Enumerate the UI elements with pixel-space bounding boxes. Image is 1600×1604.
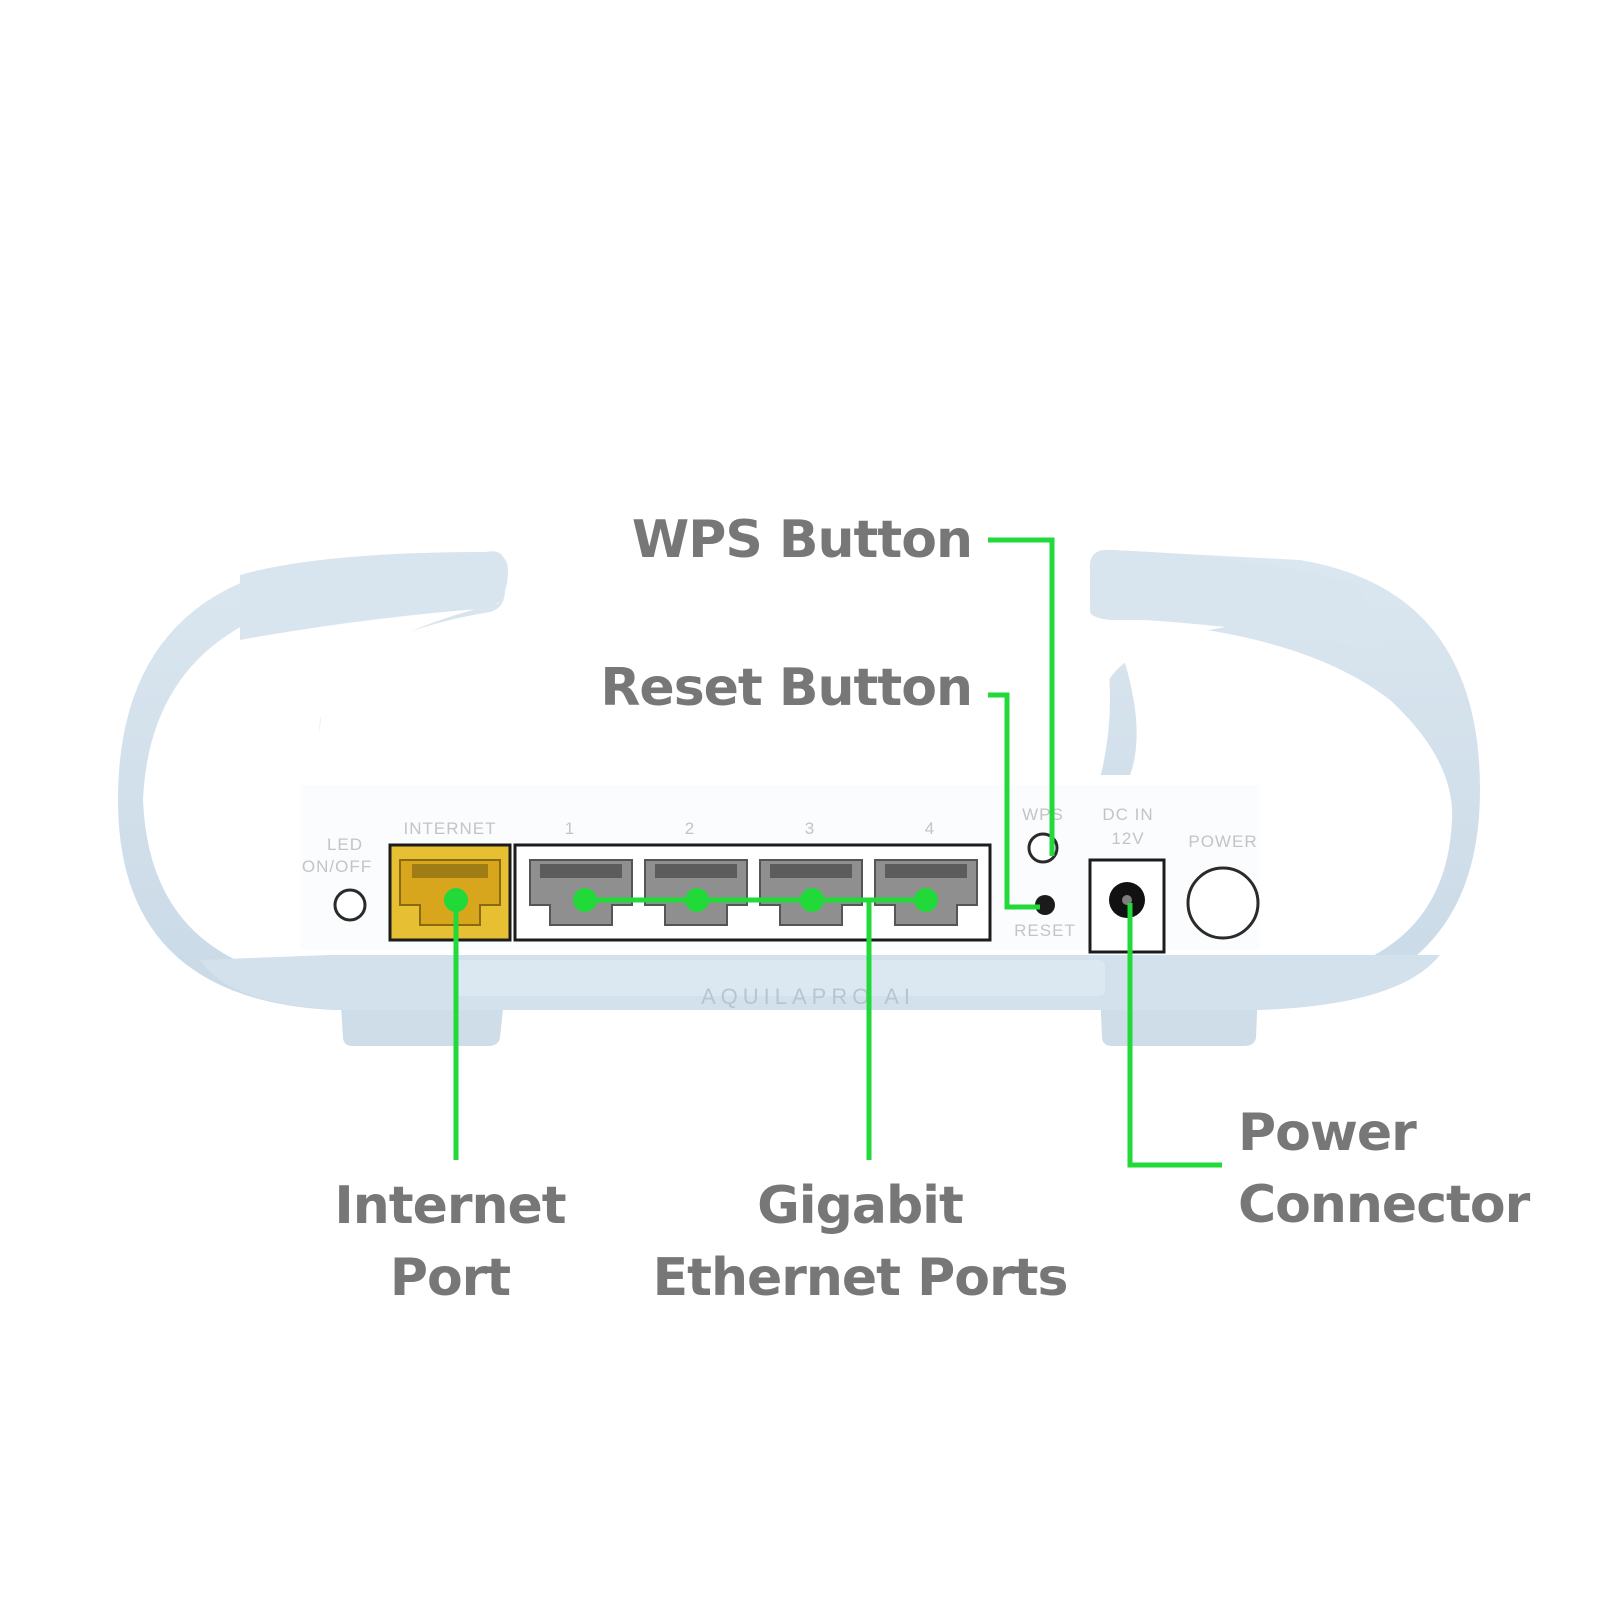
wps-button-callout: WPS Button [631,504,973,576]
led-label-1: LED [327,835,363,854]
power-connector-callout: Power Connector [1238,1097,1530,1241]
power-label: POWER [1188,832,1257,851]
left-arm-top [240,552,508,640]
right-arm-top [1090,549,1380,650]
internet-port-label: INTERNET [404,819,497,838]
internet-port-dot [444,888,468,912]
callout-dots [444,888,938,912]
lan-port-dot-2 [685,888,709,912]
gigabit-ports-callout-line-2: Ethernet Ports [652,1248,1069,1308]
lan-port-contacts-3 [770,864,852,878]
reset-button-callout: Reset Button [600,652,973,724]
bottom-band-face [455,960,1105,996]
wps-leader-line [988,537,1055,856]
dc-in-jack-inner [1122,895,1132,905]
lan-port-contacts-4 [885,864,967,878]
internet-port-callout: Internet Port [300,1170,600,1314]
reset-label: RESET [1014,921,1076,940]
power-leader-line [1127,903,1222,1168]
power-connector-callout-line-1: Power [1238,1103,1417,1163]
dc-in-label-2: 12V [1111,829,1144,848]
led-onoff-button[interactable] [333,888,367,922]
reset-leader-line [988,692,1040,910]
internet-port-callout-line-1: Internet [334,1176,566,1236]
reset-button[interactable] [1035,895,1055,915]
dc-in-label-1: DC IN [1102,805,1153,824]
lan-port-dot-1 [573,888,597,912]
internet-port-contacts [412,864,488,878]
lan-port-number-1: 1 [565,819,575,838]
lan-port-number-3: 3 [805,819,815,838]
led-label-2: ON/OFF [302,857,372,876]
lan-port-dot-4 [914,888,938,912]
lan-port-contacts-1 [540,864,622,878]
brand-logo-text: AQUILAPRO AI [701,984,915,1009]
shell-opening [319,618,1111,778]
power-button[interactable] [1186,866,1260,940]
lan-port-dot-3 [800,888,824,912]
lan-port-contacts-2 [655,864,737,878]
lan-port-number-2: 2 [685,819,695,838]
gigabit-ports-callout-line-1: Gigabit [757,1176,964,1236]
wps-label: WPS [1022,805,1064,824]
callout-lines [453,537,1222,1168]
power-connector-callout-line-2: Connector [1238,1175,1530,1235]
reset-button-callout-text: Reset Button [600,658,973,718]
wps-button-callout-text: WPS Button [631,510,973,570]
internet-port-callout-line-2: Port [389,1248,511,1308]
gigabit-ports-callout: Gigabit Ethernet Ports [640,1170,1080,1314]
lan-port-number-4: 4 [925,819,935,838]
